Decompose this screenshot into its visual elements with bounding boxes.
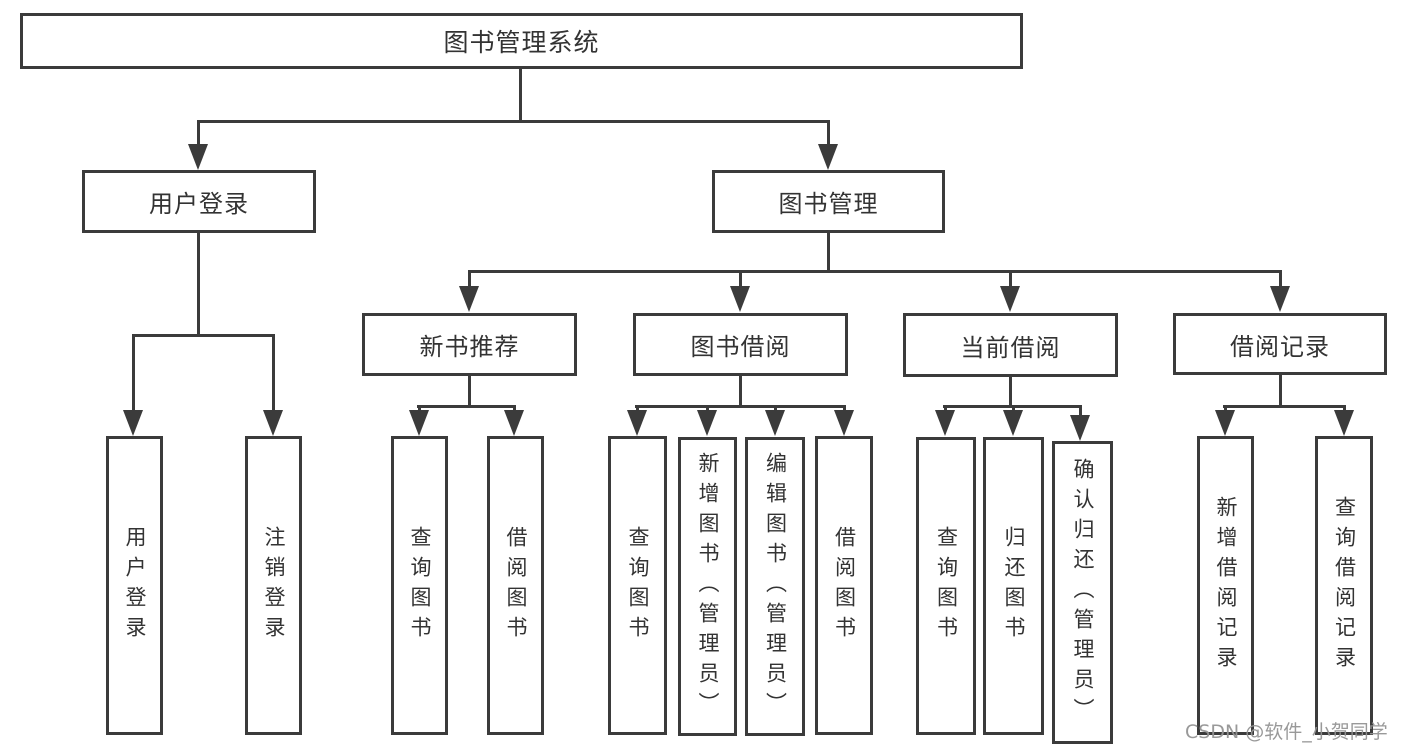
- node-leaf-user-login: 用户登录: [106, 436, 163, 735]
- connector-root-rail: [197, 120, 830, 123]
- connector-root-stem: [519, 69, 522, 120]
- node-label: 新增借阅记录: [1214, 495, 1238, 676]
- node-label: 新增图书（管理员）: [696, 451, 720, 722]
- connector-rail: [1223, 405, 1346, 408]
- node-label: 新书推荐: [419, 333, 520, 361]
- node-label: 查询图书: [934, 526, 959, 646]
- connector-rail: [417, 405, 516, 408]
- node-label: 编辑图书（管理员）: [763, 451, 788, 722]
- node-new-book-recommend: 新书推荐: [362, 313, 577, 376]
- arrowhead-icon: [935, 410, 955, 436]
- connector-drop: [1009, 270, 1012, 290]
- node-leaf-query-book-2: 查询图书: [608, 436, 667, 735]
- connector-user-login-drop: [197, 120, 200, 148]
- arrowhead-icon: [123, 410, 143, 436]
- arrowhead-icon: [627, 410, 647, 436]
- arrowhead-icon: [188, 144, 208, 170]
- node-label: 图书管理系统: [443, 28, 600, 57]
- arrowhead-icon: [504, 410, 524, 436]
- node-leaf-confirm-return-admin: 确认归还（管理员）: [1052, 441, 1113, 744]
- connector-stem: [1279, 375, 1282, 408]
- arrowhead-icon: [1003, 410, 1023, 436]
- arrowhead-icon: [1334, 410, 1354, 436]
- arrowhead-icon: [818, 144, 838, 170]
- connector-drop: [739, 270, 742, 290]
- node-user-login: 用户登录: [82, 170, 316, 233]
- arrowhead-icon: [765, 410, 785, 436]
- connector-drop: [468, 270, 471, 290]
- node-leaf-logout: 注销登录: [245, 436, 302, 735]
- node-label: 当前借阅: [960, 333, 1061, 362]
- node-current-borrow: 当前借阅: [903, 313, 1118, 377]
- connector-stem: [739, 376, 742, 408]
- node-leaf-borrow-book-1: 借阅图书: [487, 436, 544, 735]
- node-leaf-query-book-1: 查询图书: [391, 436, 448, 735]
- node-label: 借阅记录: [1230, 332, 1330, 361]
- node-book-management: 图书管理: [712, 170, 945, 233]
- arrowhead-icon: [697, 410, 717, 436]
- connector-user-login-stem: [197, 233, 200, 336]
- node-leaf-add-book-admin: 新增图书（管理员）: [678, 437, 737, 736]
- arrowhead-icon: [730, 286, 750, 312]
- node-label: 确认归还（管理员）: [1071, 457, 1095, 728]
- node-leaf-borrow-book-2: 借阅图书: [815, 436, 873, 735]
- node-leaf-query-book-3: 查询图书: [916, 437, 976, 735]
- node-library-management-system: 图书管理系统: [20, 13, 1023, 69]
- arrowhead-icon: [1070, 415, 1090, 441]
- arrowhead-icon: [459, 286, 479, 312]
- connector-stem: [1009, 377, 1012, 408]
- node-leaf-edit-book-admin: 编辑图书（管理员）: [745, 437, 805, 736]
- connector-drop: [1279, 270, 1282, 290]
- node-label: 查询图书: [626, 525, 650, 646]
- node-label: 查询图书: [408, 525, 432, 646]
- node-leaf-return-book: 归还图书: [983, 437, 1044, 735]
- node-borrow-record: 借阅记录: [1173, 313, 1387, 375]
- node-label: 用户登录: [149, 190, 249, 218]
- arrowhead-icon: [1215, 410, 1235, 436]
- node-label: 借阅图书: [504, 525, 528, 646]
- node-label: 图书管理: [778, 190, 879, 218]
- watermark-text: CSDN @软件_小贺同学: [1185, 721, 1388, 743]
- connector-book-mgmt-drop: [827, 120, 830, 148]
- connector-book-mgmt-rail: [468, 270, 1282, 273]
- node-leaf-query-borrow-record: 查询借阅记录: [1315, 436, 1373, 735]
- node-label: 用户登录: [123, 525, 147, 646]
- node-label: 注销登录: [262, 525, 286, 646]
- connector-stem: [468, 376, 471, 408]
- arrowhead-icon: [1000, 286, 1020, 312]
- arrowhead-icon: [263, 410, 283, 436]
- connector-user-login-rail: [132, 334, 275, 337]
- node-label: 归还图书: [1002, 526, 1026, 646]
- arrowhead-icon: [1270, 286, 1290, 312]
- connector-drop: [272, 334, 275, 412]
- connector-drop: [132, 334, 135, 412]
- node-label: 查询借阅记录: [1332, 495, 1357, 676]
- node-leaf-add-borrow-record: 新增借阅记录: [1197, 436, 1254, 735]
- connector-rail: [635, 405, 846, 408]
- node-label: 借阅图书: [832, 525, 857, 646]
- arrowhead-icon: [409, 410, 429, 436]
- node-book-borrow: 图书借阅: [633, 313, 848, 376]
- arrowhead-icon: [834, 410, 854, 436]
- connector-book-mgmt-stem: [827, 233, 830, 273]
- connector-drop: [1079, 405, 1082, 417]
- node-label: 图书借阅: [690, 333, 791, 361]
